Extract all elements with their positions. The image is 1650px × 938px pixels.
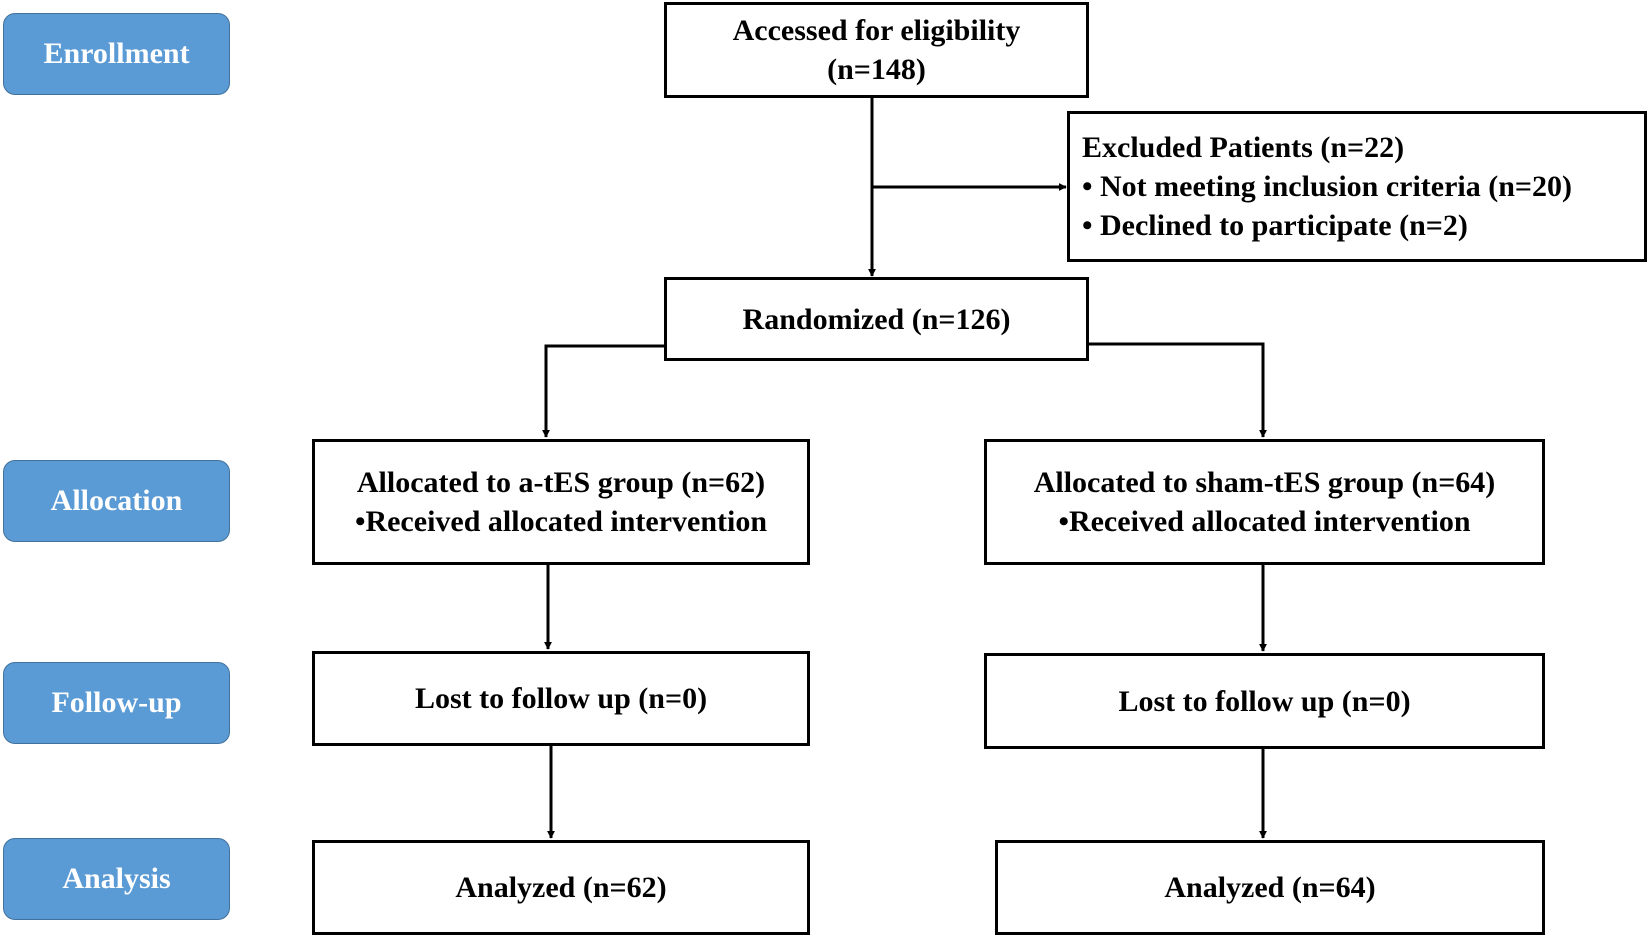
arrow-randomized-to-right-arm xyxy=(1088,342,1267,438)
right-analyzed-label: Analyzed (n=64) xyxy=(1164,871,1376,904)
eligibility-box: Accessed for eligibility (n=148) xyxy=(664,2,1089,98)
left-analyzed-label: Analyzed (n=62) xyxy=(455,871,667,904)
excluded-box: Excluded Patients (n=22) • Not meeting i… xyxy=(1067,111,1647,262)
eligibility-label: Accessed for eligibility xyxy=(732,14,1021,47)
left-received-label: •Received allocated intervention xyxy=(354,505,768,538)
arrow-randomized-to-left-arm xyxy=(542,344,664,438)
left-follow-up-box: Lost to follow up (n=0) xyxy=(312,651,810,746)
stage-label-analysis: Analysis xyxy=(3,838,230,920)
stage-label-enrollment: Enrollment xyxy=(3,13,230,95)
right-follow-up-box: Lost to follow up (n=0) xyxy=(984,653,1545,749)
left-allocation-box: Allocated to a-tES group (n=62) •Receive… xyxy=(312,439,810,565)
left-lost-label: Lost to follow up (n=0) xyxy=(414,682,708,715)
randomized-label: Randomized (n=126) xyxy=(742,302,1011,336)
stage-label-follow-up: Follow-up xyxy=(3,662,230,744)
randomized-box: Randomized (n=126) xyxy=(664,277,1089,361)
excluded-reason-inclusion: • Not meeting inclusion criteria (n=20) xyxy=(1082,170,1573,203)
left-allocated-label: Allocated to a-tES group (n=62) xyxy=(356,466,766,499)
right-allocation-box: Allocated to sham-tES group (n=64) •Rece… xyxy=(984,439,1545,565)
left-analysis-box: Analyzed (n=62) xyxy=(312,840,810,935)
right-allocated-label: Allocated to sham-tES group (n=64) xyxy=(1033,466,1496,499)
right-received-label: •Received allocated intervention xyxy=(1058,505,1471,538)
stage-label-allocation: Allocation xyxy=(3,460,230,542)
excluded-title: Excluded Patients (n=22) xyxy=(1082,131,1405,164)
right-analysis-box: Analyzed (n=64) xyxy=(995,840,1545,935)
eligibility-count: (n=148) xyxy=(827,53,926,86)
right-lost-label: Lost to follow up (n=0) xyxy=(1118,684,1411,718)
excluded-reason-declined: • Declined to participate (n=2) xyxy=(1082,209,1468,242)
